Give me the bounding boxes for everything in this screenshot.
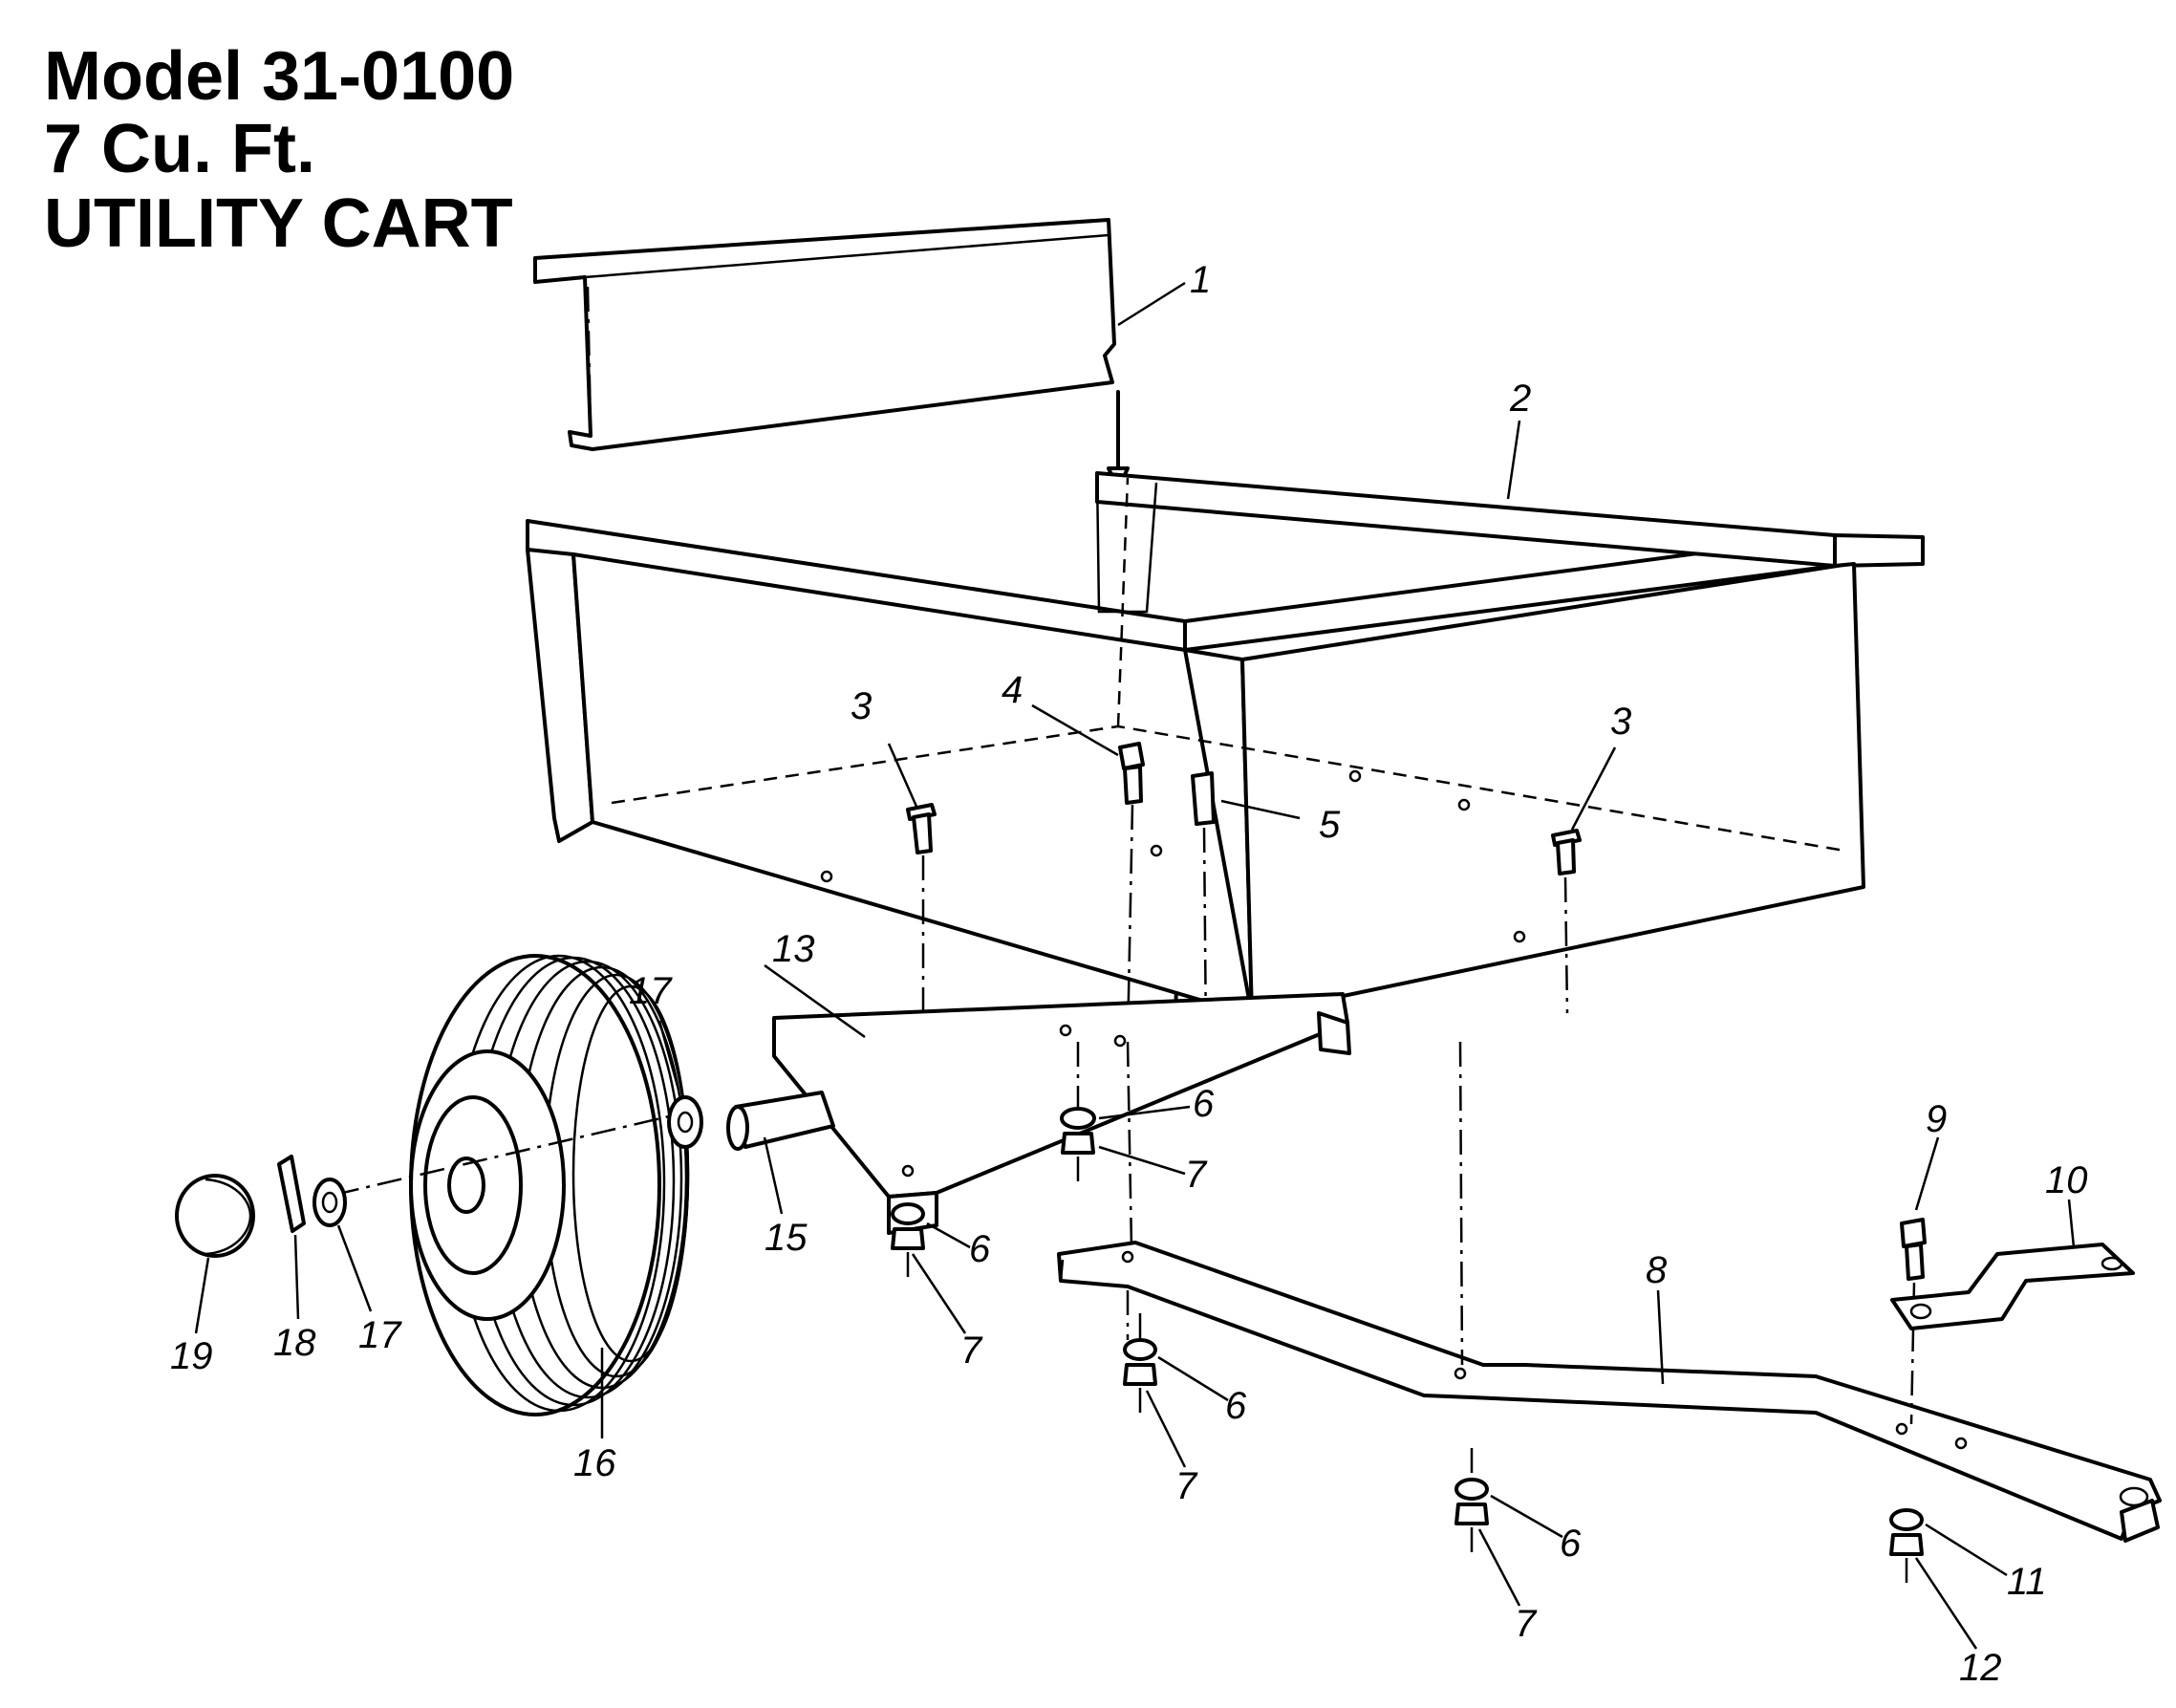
callout-3-right: 3 [1610,701,1631,743]
part-hitch-bracket [1890,1199,2135,1330]
callout-2: 2 [1509,378,1531,420]
callout-4: 4 [1002,669,1023,711]
diagram-title: Model 31-0100 7 Cu. Ft. UTILITY CART [44,38,514,262]
nut-set-c [1123,1313,1229,1468]
callout-7-d: 7 [1515,1603,1538,1645]
part-washers-pin-cap [175,1020,703,1334]
callout-6-d: 6 [1560,1523,1582,1565]
title-product: UTILITY CART [44,185,513,262]
callout-11: 11 [2007,1561,2047,1603]
callout-19: 19 [170,1335,213,1377]
callout-7-a: 7 [1185,1154,1208,1196]
callout-5: 5 [1319,804,1341,846]
part-tailgate [533,218,1186,491]
callout-labels: 1 2 3 3 4 5 6 6 6 6 7 7 7 7 8 9 10 11 12… [170,259,2088,1689]
callout-3-left: 3 [851,685,872,727]
part-axle [726,1091,835,1215]
callout-17-outer: 17 [358,1314,402,1356]
part-bolts [887,703,1617,1043]
part-cart-body [526,420,1925,1023]
callout-15: 15 [765,1217,808,1259]
nut-set-a [1060,1042,1191,1185]
callout-7-b: 7 [960,1330,983,1372]
callout-16: 16 [573,1442,616,1484]
part-tongue [1057,1041,2162,1543]
callout-13: 13 [772,928,815,970]
callout-10: 10 [2045,1159,2088,1201]
callout-6-a: 6 [1193,1083,1215,1125]
part-axle-bracket [764,963,1351,1235]
part-hardware-nuts [891,1042,1563,1607]
title-capacity: 7 Cu. Ft. [44,111,315,187]
part-wheel [334,954,690,1438]
callout-6-b: 6 [969,1228,991,1270]
nut-set-b [891,1202,971,1334]
cotter-pin-18 [277,1155,306,1233]
callout-18: 18 [273,1322,316,1364]
hub-cap-19 [175,1174,255,1258]
callout-6-c: 6 [1225,1385,1247,1427]
part-hitch-nut [1889,1508,2008,1650]
callout-17-inner: 17 [629,970,673,1012]
callout-1: 1 [1190,259,1211,301]
part-hitch-bolt [1900,1136,1940,1425]
callout-7-c: 7 [1175,1465,1198,1507]
washer-17-outer [312,1178,347,1227]
title-model: Model 31-0100 [44,38,514,115]
callout-12: 12 [1959,1647,2002,1689]
callout-8: 8 [1646,1249,1668,1291]
bolt-3-right [1551,746,1617,1014]
nut-set-d [1454,1448,1563,1607]
callout-9: 9 [1926,1098,1947,1140]
washer-17-inner [667,1095,703,1149]
